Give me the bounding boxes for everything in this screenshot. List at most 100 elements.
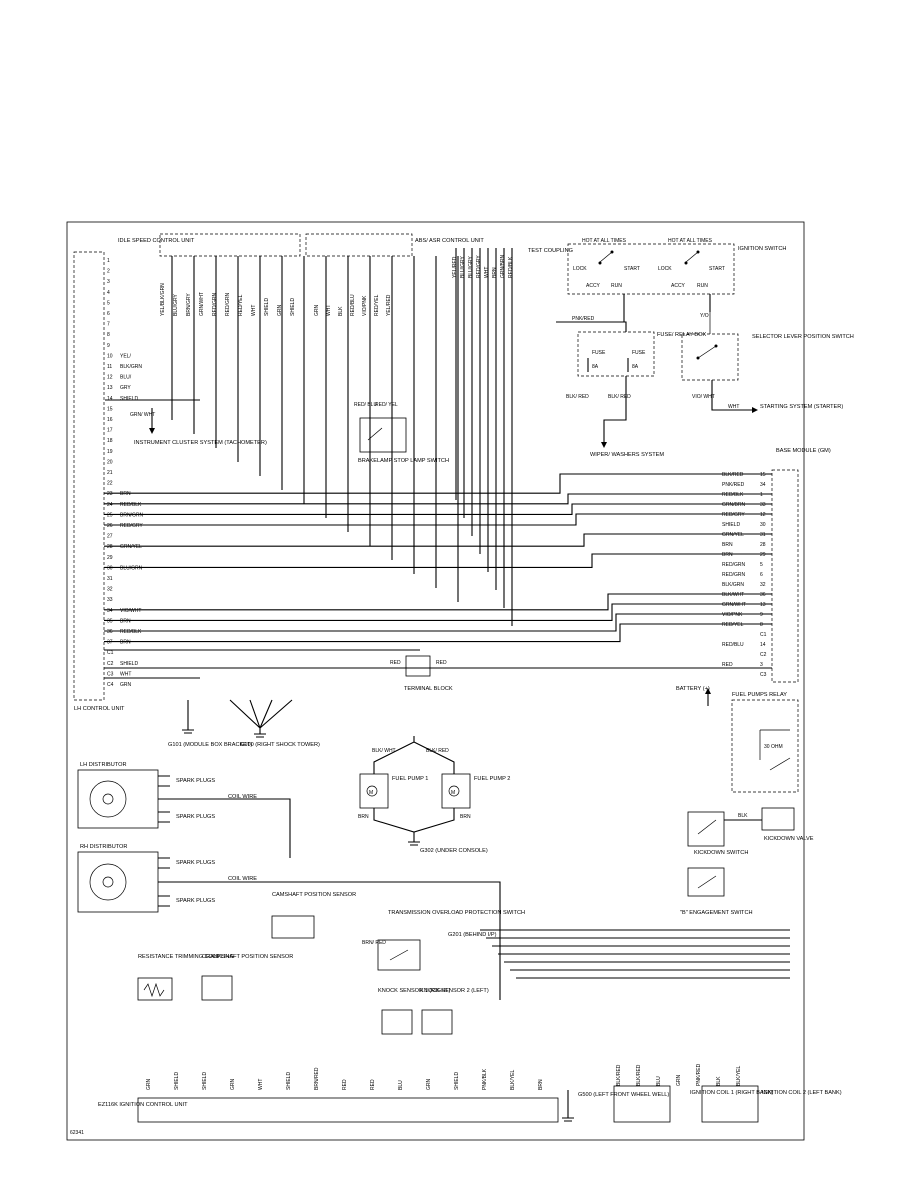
lh-pin-color: YEL/ [120, 353, 131, 359]
instrument-arrow [149, 428, 155, 434]
wire-color-label: SHIELD [174, 1072, 180, 1090]
gm-pin-color: BRN [722, 542, 733, 548]
lh-pin-number: C2 [107, 661, 114, 667]
blk-red-label-1: BLK/ RED [566, 394, 589, 400]
red-blu-label: RED/ BLU [354, 402, 377, 408]
blk-wht-label: BLK/ WHT [372, 748, 396, 754]
lh-pin-color: RED/GRY [120, 523, 143, 529]
wire-color-label: BLU [398, 1080, 404, 1090]
lh-pin-color: BLK/GRN [120, 364, 142, 370]
abs-asr-control-unit: ABS/ ASR CONTROL UNIT [305, 233, 484, 257]
lh-pin-number: 29 [107, 555, 113, 561]
wire-color-label: BLK [716, 1076, 722, 1086]
gm-pin-number: 32 [760, 582, 766, 588]
relay-ohm-label: 30 OHM [764, 744, 783, 750]
lh-pin-number: 28 [107, 544, 113, 550]
fuel-pump-wires [373, 736, 455, 842]
coil-1-label: IGNITION COIL 1 (RIGHT BANK) [690, 1090, 773, 1096]
wire-color-label: GRN [277, 305, 283, 317]
gm-pin-color: GRN/BRN [722, 502, 745, 508]
lh-pin-number: 7 [107, 322, 110, 328]
coil-wire-lh: COIL WIRE [228, 794, 257, 800]
gm-pin-color: RED/BLU [722, 642, 744, 648]
gm-pin-number: 3 [760, 662, 763, 668]
gm-pin-color: RED [722, 662, 733, 668]
kickdown-switch-label: KICKDOWN SWITCH [694, 850, 748, 856]
wire-color-label: BLK/RED [636, 1064, 642, 1086]
blk-kickdown: BLK [738, 813, 748, 819]
lh-pin-color: BLU/GRN [120, 565, 143, 571]
wire-color-label: RED/GRN [225, 293, 231, 316]
knock-sensor-1: KNOCK SENSOR 1 (RIGHT) [378, 988, 451, 1035]
fuse-label-2: FUSE [632, 350, 646, 356]
wire-color-label: SHIELD [202, 1072, 208, 1090]
svg-text:M: M [369, 790, 373, 796]
wire-color-label: BRN [492, 267, 498, 278]
lh-pin-color: BLU/ [120, 375, 132, 381]
wire-color-label: YEL/RED [386, 294, 392, 316]
camshaft-sensor: CAMSHAFT POSITION SENSOR [271, 892, 356, 939]
rh-distributor: RH DISTRIBUTOR SPARK PLUGS SPARK PLUGS C… [77, 844, 501, 1000]
blk-red-label-2: BLK/ RED [608, 394, 631, 400]
lh-pin-color: SHIELD [120, 396, 138, 402]
lh-pin-number: 34 [107, 608, 113, 614]
g100-label: G100 (RIGHT SHOCK TOWER) [240, 742, 320, 748]
wire-color-label: PNK/BLK [482, 1068, 488, 1090]
lh-pin-number: 12 [107, 375, 113, 381]
idle-speed-control-unit: IDLE SPEED CONTROL UNIT [118, 233, 301, 257]
spark-plugs-lh-1: SPARK PLUGS [176, 778, 215, 784]
lh-pin-color: BRN [120, 491, 131, 497]
fuse-rating-1: 8A [592, 364, 599, 370]
coil-2-label: IGNITION COIL 2 (LEFT BANK) [762, 1090, 842, 1096]
gm-pin-number: 1 [760, 492, 763, 498]
camshaft-label: CAMSHAFT POSITION SENSOR [272, 892, 356, 898]
spark-plugs-rh-1: SPARK PLUGS [176, 860, 215, 866]
wiper-arrow [601, 442, 607, 448]
base-module-label: BASE MODULE (GM) [776, 448, 831, 454]
selector-lever-switch: SELECTOR LEVER POSITION SWITCH [681, 312, 854, 381]
abs-asr-label: ABS/ ASR CONTROL UNIT [415, 238, 484, 244]
g302-label: G302 (UNDER CONSOLE) [420, 848, 488, 854]
fuse-label-1: FUSE [592, 350, 606, 356]
selector-lever-label: SELECTOR LEVER POSITION SWITCH [752, 334, 854, 340]
red-label-tb-1: RED [390, 660, 401, 666]
wire-color-label: BLK [338, 306, 344, 316]
gm-pin-number: 33 [760, 502, 766, 508]
lh-pin-number: C3 [107, 671, 114, 677]
fuel-pump-2-label: FUEL PUMP 2 [474, 776, 510, 782]
gm-pin-number: C2 [760, 652, 767, 658]
switch-lock-2: LOCK [658, 266, 672, 272]
wire-color-label: BLK/YEL [510, 1069, 516, 1090]
wire-color-label: GRN [676, 1075, 682, 1087]
lh-pin-number: 35 [107, 618, 113, 624]
fuel-pump-2: M FUEL PUMP 2 [441, 773, 510, 809]
lh-pin-number: 20 [107, 459, 113, 465]
wire-color-label: RED/YEL [374, 294, 380, 316]
lh-pin-number: 33 [107, 597, 113, 603]
figure-id: 62341 [70, 1130, 84, 1136]
ground-g100: G100 (RIGHT SHOCK TOWER) [229, 699, 320, 748]
kickdown-switch: KICKDOWN SWITCH KICKDOWN VALVE BLK [687, 807, 814, 856]
gm-pin-number: 12 [760, 512, 766, 518]
spark-plugs-lh-2: SPARK PLUGS [176, 814, 215, 820]
resistance-label: RESISTANCE TRIMMING COUPLING [138, 954, 234, 960]
lh-pin-number: 8 [107, 332, 110, 338]
wire-to-instrument [105, 399, 200, 428]
grn-wht-label: GRN/ WHT [130, 412, 155, 418]
gm-pin-number: 36 [760, 592, 766, 598]
gm-pin-number: 8 [760, 622, 763, 628]
svg-text:M: M [451, 790, 455, 796]
brake-lamp-switch: BRAKELAMP STOP LAMP SWITCH [358, 417, 449, 464]
base-module [771, 469, 799, 683]
lh-pin-color: GRN/YEL [120, 544, 142, 550]
gm-pin-color: GRN/WHT [722, 602, 746, 608]
switch-lock-1: LOCK [573, 266, 587, 272]
harness-wire [104, 513, 772, 526]
wire-color-label: RED [370, 1079, 376, 1090]
instrument-cluster-label: INSTRUMENT CLUSTER SYSTEM (TACHOMETER) [134, 440, 267, 446]
